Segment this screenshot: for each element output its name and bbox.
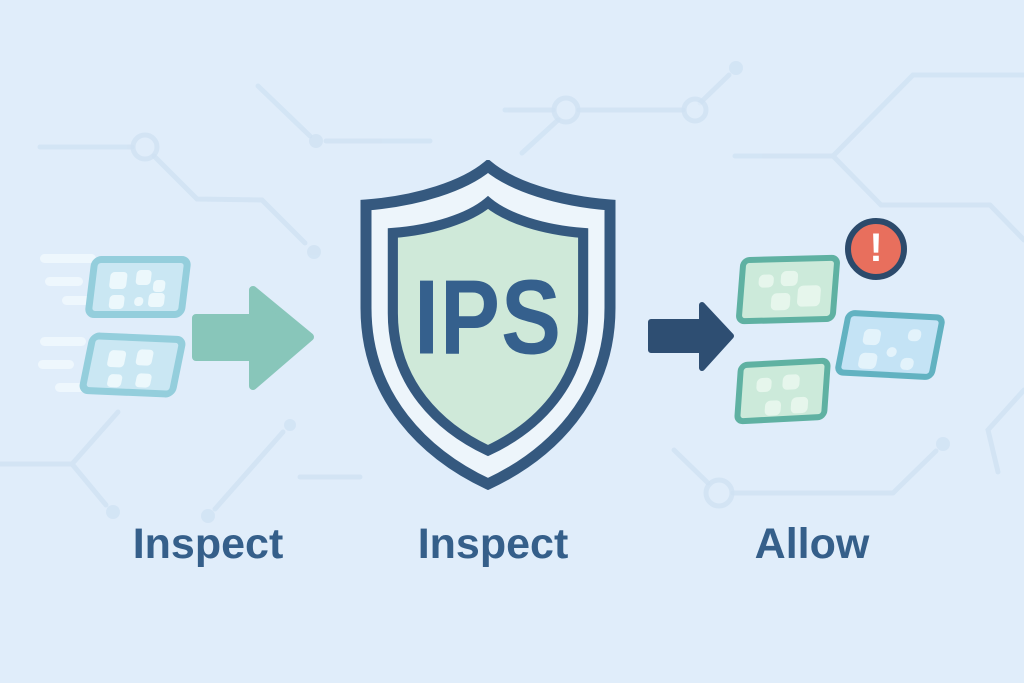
speed-line xyxy=(62,296,98,305)
alert-exclamation: ! xyxy=(869,226,883,270)
speed-line xyxy=(45,277,83,286)
stage-label-inspect-center: Inspect xyxy=(417,520,569,568)
flagged-packet-icon xyxy=(833,309,947,381)
allowed-packet-icon xyxy=(735,254,841,325)
speed-line xyxy=(38,360,74,369)
speed-line xyxy=(55,383,97,392)
speed-line xyxy=(40,337,86,346)
allowed-packet-icon xyxy=(733,357,832,425)
speed-line xyxy=(40,254,96,263)
shield-label: IPS xyxy=(413,259,563,377)
stage-label-allow: Allow xyxy=(754,520,870,568)
stage-label-inspect-left: Inspect xyxy=(132,520,284,568)
alert-badge-icon: ! xyxy=(845,218,907,280)
